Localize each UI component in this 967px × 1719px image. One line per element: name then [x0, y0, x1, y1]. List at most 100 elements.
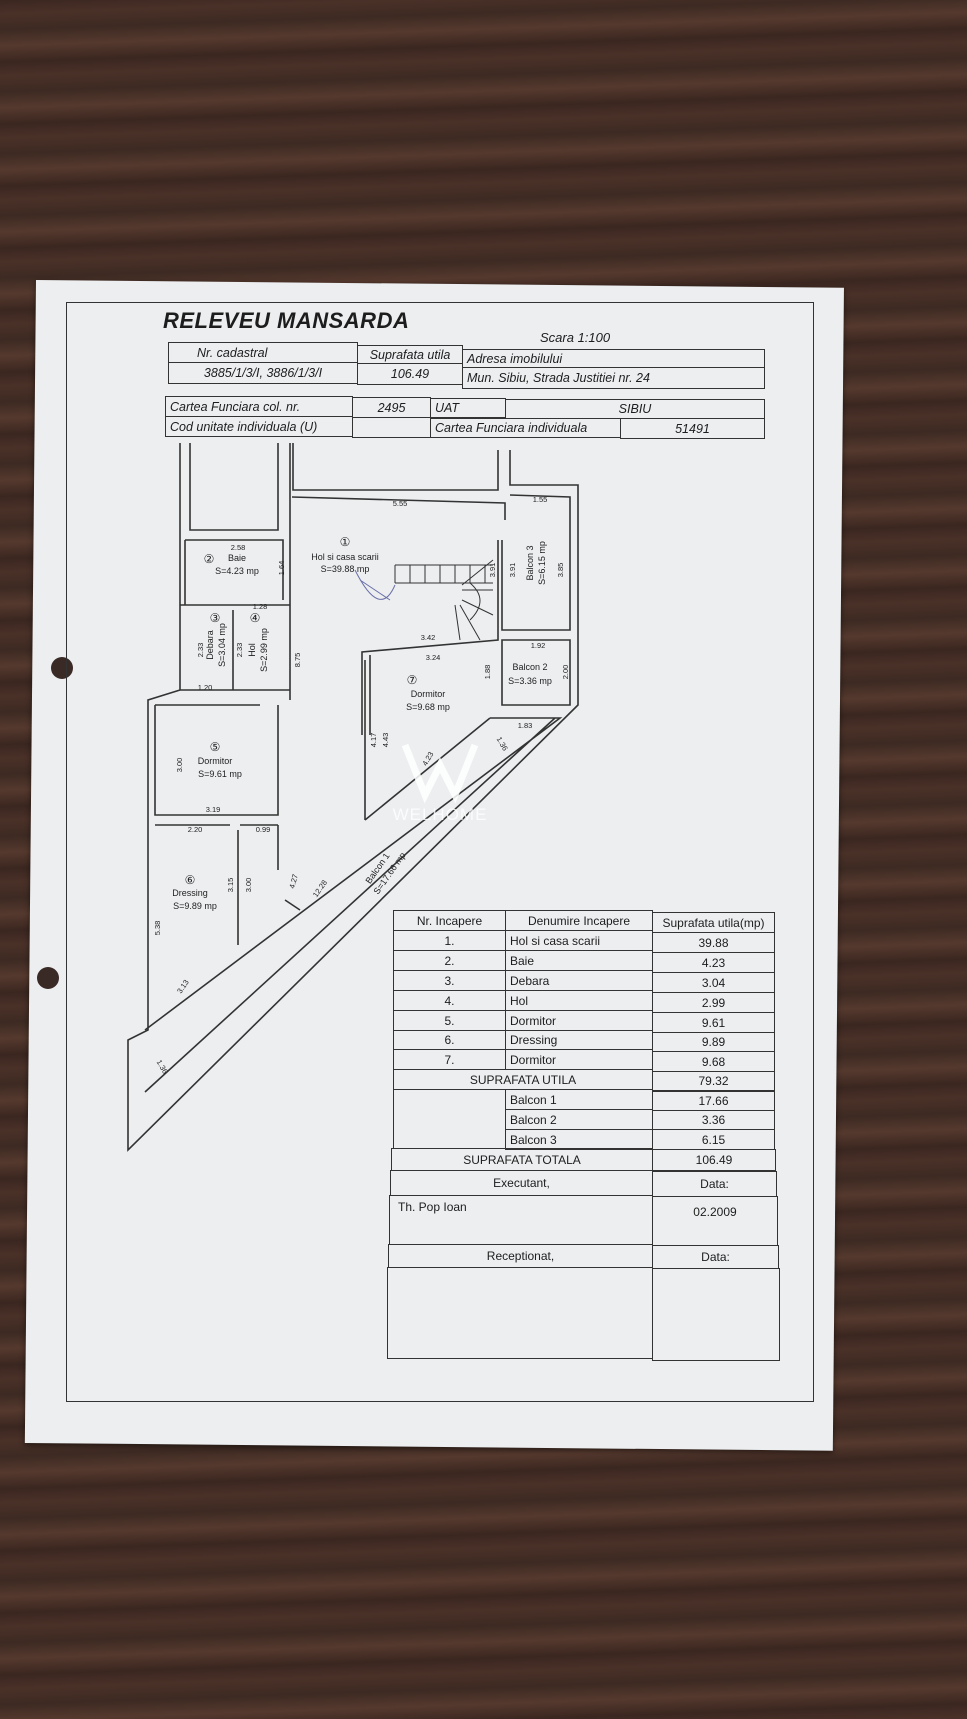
- room-number: ①: [340, 535, 351, 549]
- dimension: 3.91: [488, 563, 497, 578]
- room-area: S=9.68 mp: [406, 702, 450, 712]
- room-number: ③: [210, 611, 221, 625]
- column-header: Suprafata utila(mp): [652, 912, 775, 933]
- room-number: ⑤: [210, 740, 221, 754]
- staircase: [354, 559, 494, 641]
- dimension: 4.27: [287, 873, 299, 889]
- room-area: S=4.23 mp: [215, 566, 259, 576]
- room-name: Dormitor: [411, 689, 446, 699]
- dimension: 2.58: [231, 543, 246, 552]
- room-nr: 6.: [393, 1030, 506, 1050]
- room-name: Dormitor: [505, 1010, 653, 1031]
- suprafata-utila-label: SUPRAFATA UTILA: [393, 1069, 653, 1090]
- column-header: Denumire Incapere: [505, 910, 653, 931]
- room-labels: ① Hol si casa scarii S=39.88 mp ② Baie S…: [172, 535, 552, 911]
- punch-hole: [51, 657, 73, 679]
- dimension: 1.20: [198, 683, 213, 692]
- dimension: 8.75: [293, 653, 302, 668]
- suprafata-totala-value: 106.49: [652, 1149, 776, 1171]
- dimension: 1.36: [155, 1058, 170, 1075]
- dimension: 0.99: [256, 825, 271, 834]
- executant-label: Executant,: [390, 1170, 653, 1196]
- balcony-area: S=6.15 mp: [537, 541, 547, 585]
- dimension: 5.38: [153, 921, 162, 936]
- dimension: 1.36: [495, 735, 510, 752]
- room-name: Baie: [505, 950, 653, 971]
- dimension: 1.28: [253, 602, 268, 611]
- room-area: 39.88: [652, 932, 775, 953]
- dimension: 1.55: [533, 495, 548, 504]
- balcony-area: 3.36: [652, 1110, 775, 1130]
- room-area: 9.61: [652, 1012, 775, 1033]
- balcony-area: 17.66: [652, 1091, 775, 1111]
- room-name: Hol si casa scarii: [505, 930, 653, 951]
- suprafata-totala-label: SUPRAFATA TOTALA: [391, 1148, 653, 1171]
- dimension: 1.83: [518, 721, 533, 730]
- dimension: 3.00: [175, 758, 184, 773]
- room-area: S=39.88 mp: [321, 564, 370, 574]
- room-nr: 1.: [393, 930, 506, 951]
- room-area: S=2.99 mp: [259, 628, 269, 672]
- room-nr: 4.: [393, 990, 506, 1011]
- room-area: 4.23: [652, 952, 775, 973]
- column-header: Nr. Incapere: [393, 910, 506, 931]
- dimension: 3.00: [244, 878, 253, 893]
- room-area: 9.68: [652, 1051, 775, 1072]
- punch-hole: [37, 967, 59, 989]
- room-nr: 2.: [393, 950, 506, 971]
- executant-data-label: Data:: [652, 1171, 777, 1197]
- room-name: Dormitor: [198, 756, 233, 766]
- balcony-spacer: [393, 1089, 506, 1149]
- room-name: Dressing: [505, 1030, 653, 1050]
- room-name: Hol si casa scarii: [311, 552, 379, 562]
- dimension: 2.00: [561, 665, 570, 680]
- dimension: 2.33: [196, 643, 205, 658]
- dimension: 1.64: [277, 561, 286, 576]
- dimension: 4.17: [369, 733, 378, 748]
- dimension: 3.15: [226, 878, 235, 893]
- room-area: 9.89: [652, 1032, 775, 1052]
- room-number: ④: [250, 611, 261, 625]
- dimension: 3.91: [508, 563, 517, 578]
- room-area: S=9.61 mp: [198, 769, 242, 779]
- receptionat-signature-area: [387, 1267, 653, 1359]
- dimension: 2.20: [188, 825, 203, 834]
- scale-label: Scara 1:100: [540, 330, 611, 345]
- room-name: Debara: [205, 630, 215, 660]
- room-area: S=3.04 mp: [217, 623, 227, 667]
- room-area: 3.04: [652, 972, 775, 993]
- balcony-name: Balcon 2: [512, 662, 547, 672]
- room-area: S=9.89 mp: [173, 901, 217, 911]
- executant-name: Th. Pop Ioan: [389, 1195, 653, 1245]
- balcony-name: Balcon 3: [525, 545, 535, 580]
- dimension: 12.28: [311, 878, 329, 899]
- dimension: 1.88: [483, 665, 492, 680]
- dimension: 5.55: [393, 499, 408, 508]
- room-nr: 5.: [393, 1010, 506, 1031]
- room-nr: 7.: [393, 1049, 506, 1070]
- balcony-name: Balcon 1: [505, 1089, 653, 1110]
- suprafata-utila-value: 79.32: [652, 1071, 775, 1091]
- walls: [127, 443, 579, 1152]
- welhome-logo-icon: [401, 743, 479, 804]
- adresa-value: Mun. Sibiu, Strada Justitiei nr. 24: [462, 367, 765, 389]
- dimension: 1.92: [531, 641, 546, 650]
- dimension: 3.13: [175, 978, 191, 995]
- room-name: Dressing: [172, 888, 208, 898]
- receptionat-label: Receptionat,: [388, 1244, 653, 1268]
- room-name: Debara: [505, 970, 653, 991]
- room-number: ⑦: [407, 673, 418, 687]
- room-name: Hol: [505, 990, 653, 1011]
- balcony-area: S=3.36 mp: [508, 676, 552, 686]
- room-area: 2.99: [652, 992, 775, 1013]
- dimension: 3.24: [426, 653, 441, 662]
- room-nr: 3.: [393, 970, 506, 991]
- receptionat-date-area: [652, 1268, 780, 1361]
- room-number: ②: [204, 552, 215, 566]
- executant-date: 02.2009: [652, 1196, 778, 1246]
- room-name: Baie: [228, 553, 246, 563]
- dimension: 3.42: [421, 633, 436, 642]
- balcony-name: Balcon 3: [505, 1129, 653, 1150]
- room-number: ⑥: [185, 873, 196, 887]
